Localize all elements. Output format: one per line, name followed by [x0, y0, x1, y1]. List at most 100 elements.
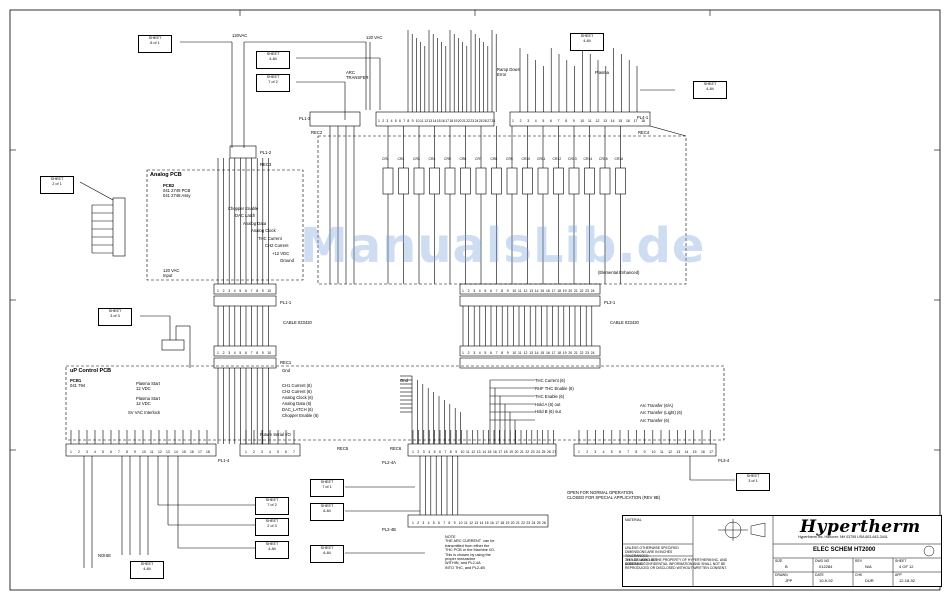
sheet-ref-6[interactable]: SHEET 4-84	[693, 81, 727, 99]
sheet-ref-num: 4-84	[706, 87, 714, 91]
pl2-pin: 24	[532, 521, 536, 525]
rec-pin: 8	[501, 289, 503, 293]
sheet-ref-4[interactable]: SHEET 2 of 1	[40, 176, 74, 194]
sheet-ref-3[interactable]: SHEET 7 of 2	[256, 74, 290, 92]
pl4-pin: 1	[378, 119, 380, 123]
pl3-pin: 8	[565, 119, 567, 123]
rec-pin: 20	[568, 351, 572, 355]
rec-pin: 14	[535, 289, 539, 293]
label-pl12: PL1-2	[260, 150, 272, 155]
sheet-ref-7[interactable]: SHEET 3 of 3	[98, 308, 132, 326]
connector-pin: 5	[434, 450, 436, 454]
app-label: APP	[895, 573, 902, 577]
label-elemental: (Elemental Enhanced)	[598, 270, 640, 275]
connector-pin: 13	[477, 450, 481, 454]
label-future-serial: Future Serial I/O	[260, 432, 291, 437]
pl2-pin: 7	[443, 521, 445, 525]
label-ch1-current: CH1 Current (6)	[282, 383, 312, 388]
pl2-pin: 6	[438, 521, 440, 525]
label-arc-xfer-b: Arc Transfer (Light) (6)	[640, 410, 683, 415]
pl2-pin: 18	[500, 521, 504, 525]
label-pl3-1: PL3-1	[604, 300, 616, 305]
rec-pin: 19	[563, 351, 567, 355]
pl4-pin: 20	[458, 119, 462, 123]
sheet-ref-10[interactable]: SHEET 6-84	[310, 545, 344, 563]
relay-label: CR1	[382, 157, 389, 161]
sheet-ref-11[interactable]: SHEET 7 of 2	[255, 497, 289, 515]
pcb2-label: PCB2	[163, 183, 175, 188]
relay-label: CR5	[444, 157, 451, 161]
rec-pin: 24	[591, 351, 595, 355]
pl2-pin: 16	[490, 521, 494, 525]
relay-coil	[553, 167, 564, 195]
connector-pin: 16	[701, 450, 705, 454]
rec-pin: 10	[512, 351, 516, 355]
rec-pin: 2	[223, 351, 225, 355]
size-val: B	[785, 564, 788, 569]
relay-coil	[444, 167, 456, 195]
pl4-pin: 13	[428, 119, 432, 123]
rec-pin: 9	[507, 289, 509, 293]
connector-pin: 18	[206, 450, 210, 454]
rec-pin: 5	[484, 289, 486, 293]
connector-pin: 17	[198, 450, 202, 454]
connector-pin: 17	[709, 450, 713, 454]
pl3-pin: 9	[573, 119, 575, 123]
pl3-pin: 10	[580, 119, 584, 123]
label-rec1: REC1	[280, 360, 292, 365]
sheet-ref-label: SHEET	[265, 519, 279, 523]
rec-pin: 21	[574, 289, 578, 293]
sheet-ref-2[interactable]: SHEET 4-84	[256, 51, 290, 69]
sheet-ref-14[interactable]: SHEET 4-84	[130, 561, 164, 579]
pl4-pin: 19	[454, 119, 458, 123]
rec-pin: 9	[262, 289, 264, 293]
pl4-pin: 4	[391, 119, 393, 123]
sheet-ref-8[interactable]: SHEET 7 of 1	[310, 479, 344, 497]
company-sub: Hypertherm Inc. Hanover, NH 03755 USA 60…	[798, 535, 888, 539]
pl4-pin: 11	[420, 119, 424, 123]
pl4-pin: 17	[445, 119, 449, 123]
sheet-val: 4 OF 12	[899, 564, 914, 569]
material-label: MATERIAL	[625, 518, 642, 522]
label-ch2-current: CH2 Current	[265, 243, 289, 248]
rec-pin: 13	[529, 289, 533, 293]
label-plasma-start2: Plasma Start 12 VDC	[136, 396, 160, 406]
relay-coil	[475, 167, 487, 195]
rec-pin: 15	[540, 351, 544, 355]
rec-pin: 17	[552, 351, 556, 355]
arc-voltage-note: NOTE THE ARC CURRENT can be transmitted …	[445, 535, 496, 570]
rec-pin: 10	[267, 289, 271, 293]
sheet-ref-9[interactable]: SHEET 6-84	[310, 503, 344, 521]
pl4-pin: 10	[416, 119, 420, 123]
pl2-pin: 15	[485, 521, 489, 525]
cable-label-2: CABLE 023420	[610, 320, 639, 325]
pl4-pin: 26	[483, 119, 487, 123]
sheet-ref-13[interactable]: SHEET 4-84	[255, 541, 289, 559]
label-ch2-current-b: CH2 Current (6)	[282, 389, 312, 394]
sheet-ref-num: 4-84	[583, 39, 591, 43]
sheet-ref-12[interactable]: SHEET 2 of 3	[255, 518, 289, 536]
pl4-pin: 2	[382, 119, 384, 123]
label-rec5: REC5	[337, 446, 349, 451]
sheet-ref-5[interactable]: SHEET 4-84	[570, 33, 604, 51]
pl2-pin: 20	[511, 521, 515, 525]
sheet-ref-15[interactable]: SHEET 3 of 1	[736, 473, 770, 491]
rec-pin: 12	[524, 351, 528, 355]
rec-pin: 24	[591, 289, 595, 293]
rec-pin: 6	[490, 289, 492, 293]
sheet-ref-num: 8 of 1	[150, 41, 160, 45]
rec-pin: 11	[518, 351, 522, 355]
connector-pin: 16	[493, 450, 497, 454]
relay-label: CR11	[537, 157, 546, 161]
connector-pin: 10	[461, 450, 465, 454]
sheet-ref-1[interactable]: SHEET 8 of 1	[138, 35, 172, 53]
sheet-ref-label: SHEET	[265, 542, 279, 546]
label-analog-data: Analog Data	[243, 221, 267, 226]
sheet-ref-num: 4-84	[269, 57, 277, 61]
connector-pin: 12	[471, 450, 475, 454]
connector-pin: 7	[293, 450, 295, 454]
pl3-pin: 6	[550, 119, 552, 123]
connector-pin: 23	[531, 450, 535, 454]
connector-pin: 14	[685, 450, 689, 454]
